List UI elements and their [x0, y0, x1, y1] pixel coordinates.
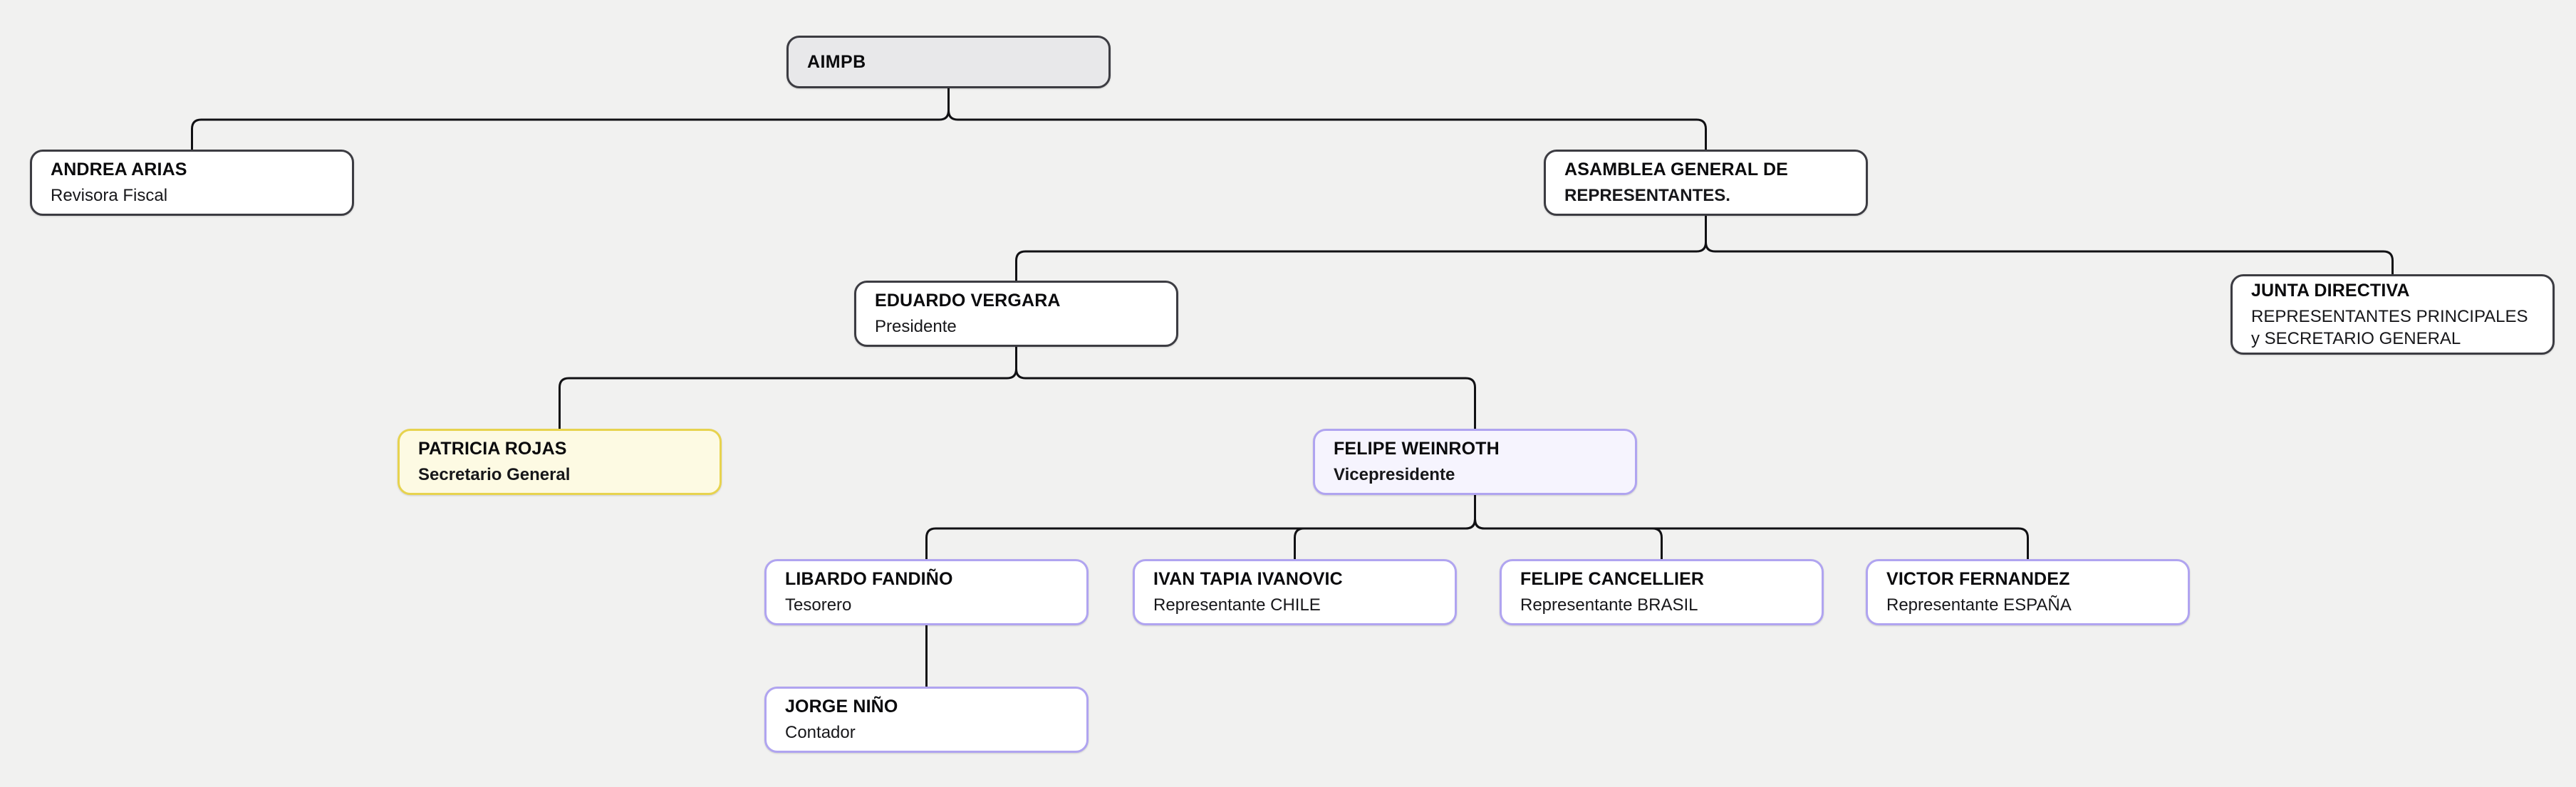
connector-aimpb-to-andrea-arias [191, 87, 950, 151]
org-node-title: FELIPE WEINROTH [1334, 439, 1500, 459]
org-node-patricia-rojas[interactable]: PATRICIA ROJAS Secretario General [398, 429, 722, 495]
org-node-title: LIBARDO FANDIÑO [785, 569, 953, 590]
connector-eduardo-vergara-to-patricia-rojas [559, 345, 1017, 430]
org-node-andrea-arias[interactable]: ANDREA ARIAS Revisora Fiscal [30, 150, 354, 216]
org-node-subtitle: Representante BRASIL [1520, 595, 1698, 615]
connector-aimpb-to-asamblea-general [947, 87, 1707, 151]
org-node-title: VICTOR FERNANDEZ [1886, 569, 2070, 590]
org-node-subtitle: Representante ESPAÑA [1886, 595, 2072, 615]
org-node-subtitle: Revisora Fiscal [51, 186, 168, 206]
org-node-title: FELIPE CANCELLIER [1520, 569, 1705, 590]
connector-eduardo-vergara-to-felipe-weinroth [1015, 345, 1476, 430]
org-node-subtitle: Secretario General [418, 465, 571, 485]
org-node-subtitle: REPRESENTANTES PRINCIPALES y SECRETARIO … [2251, 306, 2528, 348]
org-node-subtitle: Presidente [875, 317, 957, 337]
connector-felipe-weinroth-to-libardo-fandino [925, 494, 1476, 561]
org-node-subtitle: Representante CHILE [1153, 595, 1321, 615]
org-node-title: IVAN TAPIA IVANOVIC [1153, 569, 1343, 590]
org-node-eduardo-vergara[interactable]: EDUARDO VERGARA Presidente [854, 281, 1178, 347]
connector-felipe-weinroth-to-victor-fernandez [1474, 494, 2029, 561]
org-node-subtitle: Vicepresidente [1334, 465, 1455, 485]
org-node-title: AIMPB [807, 52, 866, 72]
org-node-jorge-nino[interactable]: JORGE NIÑO Contador [764, 687, 1089, 753]
org-node-subtitle: REPRESENTANTES. [1564, 186, 1730, 206]
org-node-title: EDUARDO VERGARA [875, 291, 1061, 311]
org-node-title: JORGE NIÑO [785, 697, 898, 717]
org-node-title: JUNTA DIRECTIVA [2251, 280, 2410, 301]
org-node-libardo-fandino[interactable]: LIBARDO FANDIÑO Tesorero [764, 559, 1089, 625]
org-node-junta-directiva[interactable]: JUNTA DIRECTIVA REPRESENTANTES PRINCIPALE… [2230, 274, 2555, 355]
org-node-subtitle: Contador [785, 723, 856, 743]
org-node-title: ASAMBLEA GENERAL DE [1564, 160, 1788, 180]
org-node-title: ANDREA ARIAS [51, 160, 187, 180]
org-node-aimpb[interactable]: AIMPB [786, 36, 1111, 88]
connector-asamblea-general-to-eduardo-vergara [1015, 214, 1707, 282]
org-node-asamblea-general[interactable]: ASAMBLEA GENERAL DE REPRESENTANTES. [1544, 150, 1868, 216]
org-node-victor-fernandez[interactable]: VICTOR FERNANDEZ Representante ESPAÑA [1866, 559, 2190, 625]
org-node-subtitle: Tesorero [785, 595, 852, 615]
org-node-felipe-cancellier[interactable]: FELIPE CANCELLIER Representante BRASIL [1500, 559, 1824, 625]
connector-felipe-weinroth-to-felipe-cancellier [1474, 494, 1663, 561]
org-node-felipe-weinroth[interactable]: FELIPE WEINROTH Vicepresidente [1313, 429, 1637, 495]
connector-asamblea-general-to-junta-directiva [1705, 214, 2394, 276]
org-node-title: PATRICIA ROJAS [418, 439, 567, 459]
org-node-ivan-tapia-ivanovic[interactable]: IVAN TAPIA IVANOVIC Representante CHILE [1133, 559, 1457, 625]
connector-felipe-weinroth-to-ivan-tapia-ivanovic [1294, 494, 1476, 561]
